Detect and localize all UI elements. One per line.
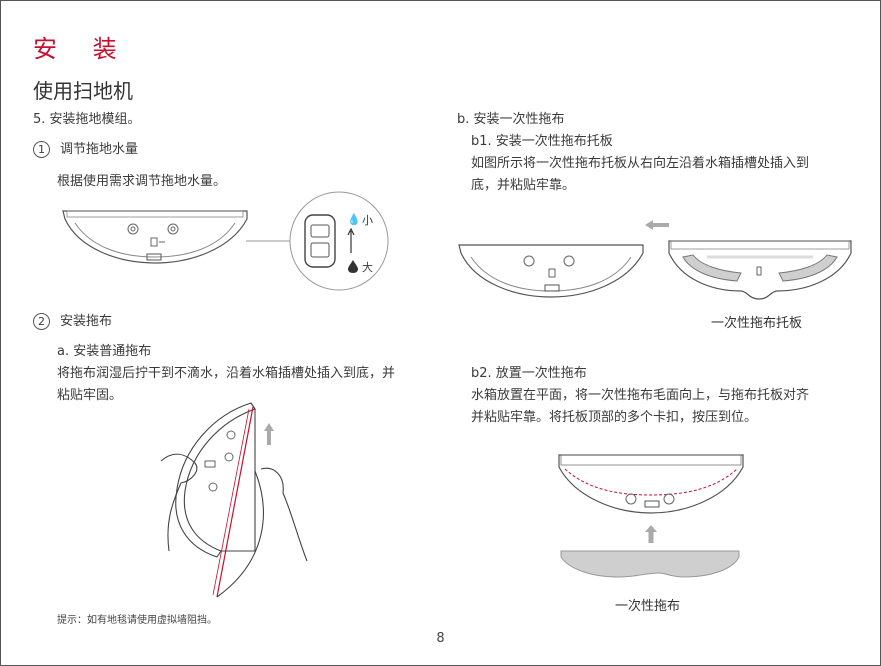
item-1-description: 根据使用需求调节拖地水量。: [57, 174, 227, 189]
tip-note: 提示：如有地毯请使用虚拟墙阻挡。: [57, 615, 217, 626]
tank-diagram-b1: [458, 244, 644, 298]
tank-with-plate-diagram: [558, 454, 744, 514]
sub-a-line-1: 将拖布润湿后拧干到不滴水，沿着水箱插槽处插入到底，并: [57, 366, 396, 381]
item-1-label: 调节拖地水量: [60, 142, 139, 157]
b2-line-2: 并粘贴牢靠。将托板顶部的多个卡扣，按压到位。: [471, 410, 758, 425]
up-arrow-icon: [645, 525, 657, 543]
disposable-mop-caption: 一次性拖布: [615, 599, 681, 614]
sub-a-line-2: 粘贴牢固。: [57, 388, 123, 403]
small-drop-icon: 💧: [347, 213, 361, 226]
step-5-text: 5. 安装拖地模组。: [33, 112, 141, 127]
water-level-small-label: 小: [362, 214, 373, 227]
b1-line-1: 如图所示将一次性拖布托板从右向左沿着水箱插槽处插入到: [471, 156, 810, 171]
callout-line: [246, 240, 294, 242]
sub-a-heading: a. 安装普通拖布: [57, 344, 152, 359]
mop-plate-diagram: [668, 240, 852, 300]
disposable-mop-pad: [560, 550, 740, 578]
large-drop-icon: [348, 260, 358, 273]
water-tank-diagram: [62, 210, 248, 264]
item-1-number: 1: [33, 141, 50, 158]
item-2-heading: 2 安装拖布: [33, 311, 112, 333]
water-level-zoom-circle: [289, 191, 389, 291]
mop-plate-caption: 一次性拖布托板: [711, 316, 803, 331]
b-heading: b. 安装一次性拖布: [457, 112, 565, 127]
section-title: 安 装: [33, 35, 131, 63]
item-2-label: 安装拖布: [60, 314, 113, 329]
water-level-large-label: 大: [362, 261, 373, 274]
page-subtitle: 使用扫地机: [33, 79, 133, 103]
mop-insert-illustration: [160, 402, 308, 598]
b2-line-1: 水箱放置在平面，将一次性拖布毛面向上，与拖布托板对齐: [471, 388, 810, 403]
item-1-heading: 1 调节拖地水量: [33, 139, 138, 161]
item-2-number: 2: [33, 313, 50, 330]
b1-line-2: 底，并粘贴牢靠。: [471, 178, 576, 193]
left-arrow-icon: [645, 220, 669, 230]
b1-heading: b1. 安装一次性拖布托板: [471, 134, 613, 149]
b2-heading: b2. 放置一次性拖布: [471, 366, 587, 381]
page-number: 8: [436, 631, 445, 646]
